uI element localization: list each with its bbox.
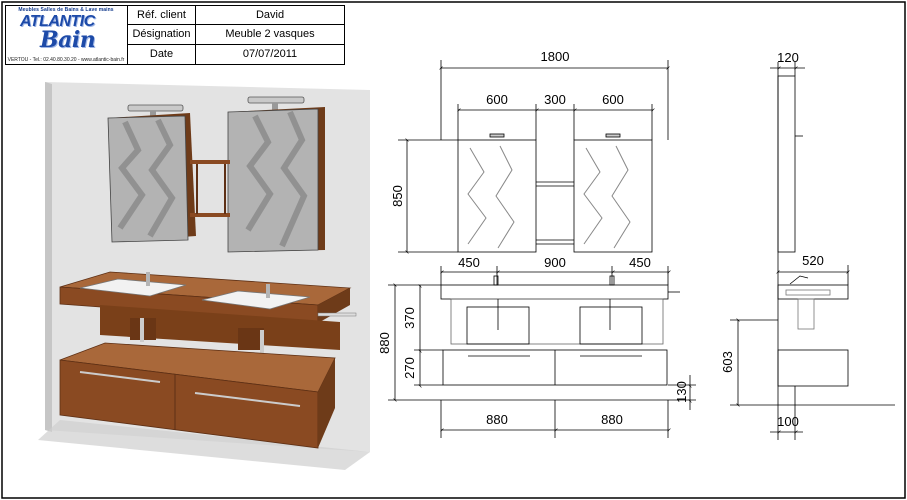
logo-contact: VERTOU - Tel.: 02.40.80.30.20 - www.atla…	[7, 57, 125, 63]
date-label: Date	[128, 44, 196, 64]
floor-shadow	[38, 420, 370, 470]
basin-left	[79, 272, 187, 297]
side-mirror	[777, 75, 796, 253]
front-mirror-right	[573, 139, 653, 253]
front-siphon-right	[579, 306, 643, 345]
dim-basin-offset-right: 450	[629, 255, 651, 270]
dim-top-depth: 520	[802, 253, 824, 268]
dim-basin-spacing: 900	[544, 255, 566, 270]
dim-mirror-gap: 300	[544, 92, 566, 107]
dim-unit-height: 880	[377, 332, 392, 354]
dim-mirror-height: 850	[390, 185, 405, 207]
front-dimensions	[388, 60, 696, 438]
date-value: 07/07/2011	[242, 47, 298, 60]
wall-edge	[45, 82, 52, 432]
title-row-date: Date 07/07/2011	[128, 44, 344, 64]
atlantic-bain-logo: Meubles Salles de Bains & Lave mains ATL…	[6, 6, 128, 64]
dim-mirror-left: 600	[486, 92, 508, 107]
mirror-cabinet-right	[227, 107, 325, 253]
dim-mirror-depth: 120	[777, 50, 799, 65]
dim-floor-to-top: 603	[720, 351, 735, 373]
front-light-left	[489, 133, 505, 138]
dim-plinth-height: 130	[674, 381, 689, 403]
logo-brand-line2: Bain	[40, 27, 96, 53]
side-dimensions	[730, 62, 850, 440]
basin-right	[201, 284, 311, 310]
front-countertop	[440, 284, 669, 300]
front-elevation	[440, 133, 680, 401]
front-mirror-left	[457, 139, 537, 253]
logo-brand-line1: ATLANTIC	[20, 13, 95, 30]
title-block: Meubles Salles de Bains & Lave mains ATL…	[5, 5, 345, 65]
shelves-between	[190, 160, 230, 217]
siphon-box-right	[238, 328, 264, 350]
front-light-right	[605, 133, 621, 138]
light-right	[247, 96, 305, 110]
perspective-view	[38, 82, 370, 470]
towel-bar	[317, 312, 357, 317]
designation-label: Désignation	[128, 25, 196, 44]
side-drawer-unit	[777, 349, 849, 387]
side-countertop	[777, 284, 849, 300]
mirror-cabinet-left	[107, 113, 196, 243]
title-row-designation: Désignation Meuble 2 vasques	[128, 25, 344, 45]
back-panel	[100, 305, 340, 350]
light-left	[127, 104, 184, 118]
side-dimension-labels: 120 520 603 100	[720, 50, 824, 429]
client-label: Réf. client	[128, 6, 196, 25]
drawer-unit	[59, 342, 336, 449]
dim-basin-offset-left: 450	[458, 255, 480, 270]
title-row-client: Réf. client David	[128, 6, 344, 26]
side-elevation	[777, 75, 895, 406]
dim-drawer-top: 370	[402, 307, 417, 329]
dim-plinth-depth: 100	[777, 414, 799, 429]
dim-overall-width: 1800	[541, 49, 570, 64]
client-value: David	[255, 9, 285, 21]
dim-cabinet-left: 880	[486, 412, 508, 427]
dim-drawer-bottom: 270	[402, 357, 417, 379]
dim-cabinet-right: 880	[601, 412, 623, 427]
front-dimension-labels: 1800 600 300 600 850 450 900 450 880 370…	[377, 49, 689, 427]
designation-value: Meuble 2 vasques	[225, 28, 315, 41]
logo-tagline: Meubles Salles de Bains & Lave mains	[18, 7, 114, 13]
dim-mirror-right: 600	[602, 92, 624, 107]
